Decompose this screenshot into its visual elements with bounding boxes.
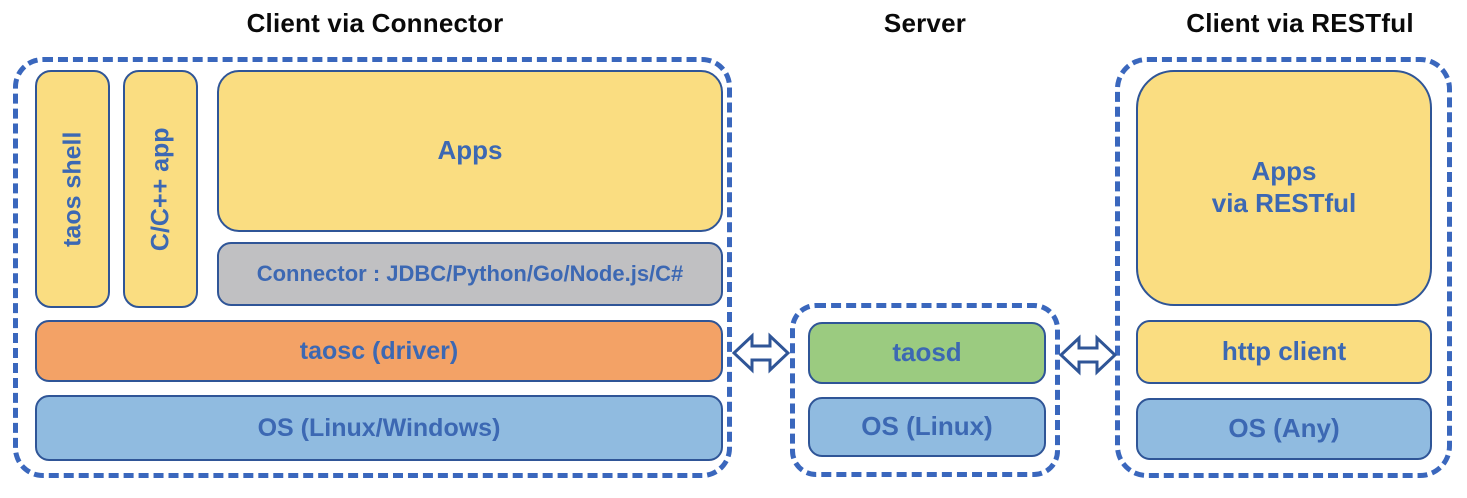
connector-label: Connector : JDBC/Python/Go/Node.js/C# bbox=[256, 260, 684, 286]
group-client-via-connector bbox=[13, 57, 732, 478]
box-taos-shell: taos shell bbox=[35, 70, 110, 308]
taos-shell-label: taos shell bbox=[58, 131, 87, 247]
box-cpp-app: C/C++ app bbox=[123, 70, 198, 308]
box-os-linux: OS (Linux) bbox=[808, 397, 1046, 457]
box-http-client: http client bbox=[1136, 320, 1432, 384]
box-apps-via-restful: Apps via RESTful bbox=[1136, 70, 1432, 306]
taosd-label: taosd bbox=[892, 337, 962, 368]
box-apps: Apps bbox=[217, 70, 723, 232]
taosc-driver-label: taosc (driver) bbox=[299, 336, 459, 365]
bidirectional-arrow-icon bbox=[732, 332, 790, 374]
cpp-app-label: C/C++ app bbox=[146, 127, 175, 251]
os-any-label: OS (Any) bbox=[1228, 413, 1340, 444]
box-os-linux-windows: OS (Linux/Windows) bbox=[35, 395, 723, 461]
box-os-any: OS (Any) bbox=[1136, 398, 1432, 460]
os-linux-label: OS (Linux) bbox=[861, 411, 993, 442]
apps-via-restful-label-line2: via RESTful bbox=[1211, 188, 1357, 218]
http-client-label: http client bbox=[1221, 336, 1347, 367]
apps-label: Apps bbox=[437, 135, 503, 166]
apps-via-restful-label-line1: Apps bbox=[1251, 156, 1317, 187]
section-title-server: Server bbox=[883, 8, 967, 38]
box-taosc-driver: taosc (driver) bbox=[35, 320, 723, 382]
bidirectional-arrow-icon bbox=[1059, 334, 1117, 376]
section-title-client-via-connector: Client via Connector bbox=[246, 8, 504, 38]
group-client-via-restful bbox=[1115, 57, 1452, 478]
box-connector: Connector : JDBC/Python/Go/Node.js/C# bbox=[217, 242, 723, 306]
section-title-client-via-restful: Client via RESTful bbox=[1186, 8, 1414, 38]
os-linux-windows-label: OS (Linux/Windows) bbox=[257, 413, 501, 442]
box-taosd: taosd bbox=[808, 322, 1046, 384]
group-server bbox=[790, 303, 1060, 477]
